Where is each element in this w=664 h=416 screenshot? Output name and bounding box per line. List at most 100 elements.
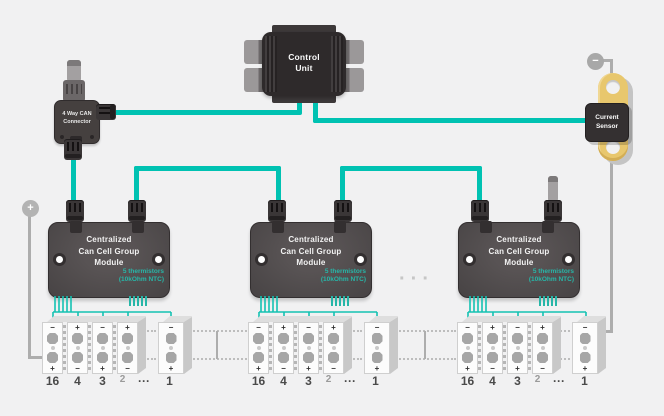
cell-terminal-icon — [47, 352, 58, 363]
cell-number: 2 — [534, 374, 542, 385]
series-link-dotted — [346, 358, 362, 360]
cell-number: ··· — [344, 374, 356, 388]
cell-single: − + — [158, 322, 184, 374]
connector-plug — [471, 200, 489, 222]
cell-vent-icon — [375, 346, 379, 350]
mounting-hole-icon — [53, 253, 66, 266]
mounting-hole-icon — [255, 253, 268, 266]
cell-number: ··· — [138, 374, 150, 388]
cell-number: 16 — [45, 374, 60, 388]
thermistor-note: 5 thermistors (10kOhm NTC) — [320, 268, 366, 284]
thermistor-note: 5 thermistors (10kOhm NTC) — [528, 268, 574, 284]
battery-cell: − + — [572, 322, 598, 374]
cell-terminal-sign: + — [100, 364, 105, 373]
cell-terminal-sign: − — [168, 323, 174, 332]
battery-group-3: − + + − − — [457, 296, 607, 406]
connector-socket — [334, 221, 346, 233]
battery-cell: − + — [92, 322, 116, 374]
battery-cell: − + — [158, 322, 184, 374]
cell-terminal-sign: − — [582, 323, 588, 332]
cell-number: 1 — [372, 374, 379, 388]
cell-vent-icon — [125, 346, 130, 350]
vent-stripes-icon — [265, 36, 277, 92]
cell-terminal-sign: + — [168, 364, 174, 373]
control-unit-flange — [272, 94, 336, 103]
cell-terminal-sign: + — [465, 364, 470, 373]
cell-number: 4 — [280, 374, 287, 388]
terminator-cable-tip — [548, 176, 558, 182]
cell-terminal-sign: − — [331, 364, 336, 373]
battery-cell: − + — [42, 322, 66, 374]
connector-socket — [480, 221, 492, 233]
can-connector: 4 Way CAN Connector — [54, 100, 100, 144]
cell-terminal-sign: − — [540, 364, 545, 373]
current-sensor: Current Sensor — [585, 103, 629, 142]
cell-terminal-sign: + — [582, 364, 588, 373]
cell-terminal-icon — [462, 352, 473, 363]
battery-group-2: − + + − − — [248, 296, 398, 406]
battery-cell: − + — [507, 322, 531, 374]
connector-plug — [66, 200, 84, 222]
cell-terminal-icon — [462, 333, 473, 344]
connector-plug — [268, 200, 286, 222]
cell-number: 16 — [460, 374, 475, 388]
cell-group-module-2: Centralized Can Cell Group Module 5 ther… — [250, 221, 372, 306]
cell-terminal-icon — [253, 352, 264, 363]
can-connector-label: 4 Way CAN Connector — [62, 111, 92, 126]
cell-terminal-icon — [72, 333, 83, 344]
can-cable-control-to-connector — [114, 110, 302, 115]
cell-terminal-sign: + — [281, 323, 286, 332]
terminator-cable — [67, 60, 81, 82]
cell-terminal-icon — [72, 352, 83, 363]
cell-block-top-face — [47, 316, 146, 322]
connector-plug — [64, 139, 82, 160]
cell-block-side-face — [184, 317, 192, 374]
control-unit-body: Control Unit — [262, 32, 346, 96]
cell-terminal-sign: − — [75, 364, 80, 373]
bridge-cable-1-right — [276, 166, 281, 202]
battery-cell: − + — [364, 322, 390, 374]
cell-vent-icon — [515, 346, 520, 350]
cell-terminal-sign: + — [306, 364, 311, 373]
cell-vent-icon — [490, 346, 495, 350]
bridge-cable-2-left — [340, 166, 345, 202]
connector-socket — [70, 221, 82, 233]
cell-terminal-sign: − — [125, 364, 130, 373]
cell-vent-icon — [169, 346, 173, 350]
can-cable-control-left — [297, 95, 302, 114]
vent-stripes-icon — [331, 36, 343, 92]
cell-vent-icon — [583, 346, 587, 350]
series-link-dotted — [140, 330, 156, 332]
terminator-cable-tip — [67, 60, 81, 66]
terminator-cable — [548, 176, 558, 202]
cell-block-top-face — [369, 316, 398, 322]
mounting-hole-icon — [463, 253, 476, 266]
battery-cell: − + — [457, 322, 481, 374]
series-link-dotted — [555, 330, 570, 332]
cell-terminal-icon — [122, 352, 133, 363]
cell-number: 2 — [119, 374, 127, 385]
cell-group-module-1: Centralized Can Cell Group Module 5 ther… — [48, 221, 170, 306]
mounting-hole-icon — [152, 253, 165, 266]
connector-plug — [544, 200, 562, 222]
battery-cell: − + — [248, 322, 272, 374]
series-link-dotted — [555, 358, 570, 360]
cell-terminal-sign: + — [256, 364, 261, 373]
battery-cell: + − — [482, 322, 506, 374]
cell-terminal-icon — [487, 333, 498, 344]
screw-icon — [90, 135, 94, 139]
battery-cell: + − — [323, 322, 344, 374]
cell-terminal-icon — [487, 352, 498, 363]
cell-block-top-face — [163, 316, 192, 322]
cell-single: − + — [364, 322, 390, 374]
mounting-hole-icon — [354, 253, 367, 266]
cell-number: 3 — [99, 374, 106, 388]
cell-terminal-sign: − — [465, 323, 470, 332]
cell-number: 1 — [581, 374, 588, 388]
more-modules-ellipsis: ··· — [399, 268, 434, 290]
cell-block-side-face — [598, 317, 606, 374]
cell-terminal-sign: + — [490, 323, 495, 332]
cell-terminal-icon — [122, 333, 133, 344]
cell-terminal-sign: + — [50, 364, 55, 373]
cell-vent-icon — [306, 346, 311, 350]
